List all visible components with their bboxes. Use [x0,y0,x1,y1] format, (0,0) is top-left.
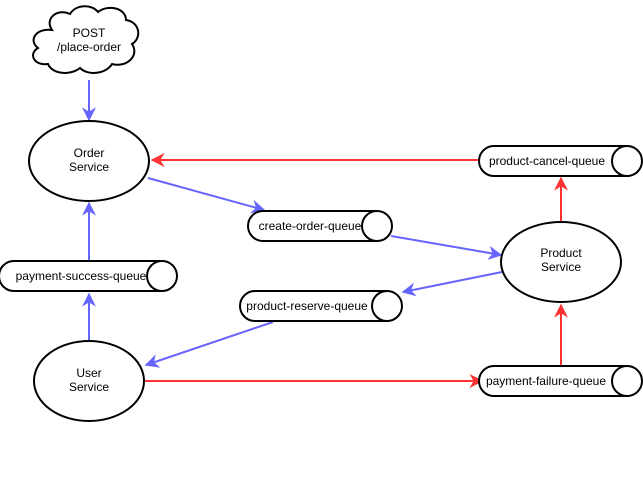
product-reserve-queue: product-reserve-queue [239,290,403,322]
post-place-order-cloud: POST /place-order [32,5,140,74]
user-service-node: User Service [33,340,145,422]
payment-success-queue: payment-success-queue [0,260,178,292]
arrow-order-to-create-order-queue [147,177,266,214]
payment-failure-queue: payment-failure-queue [478,365,643,397]
cloud-label-method: POST [73,26,106,40]
product-service-label-line1: Product [540,246,582,260]
arrow-product-to-product-reserve-queue [401,271,503,297]
arrow-product-reserve-queue-to-user [144,321,274,368]
user-service-label-line2: Service [69,380,109,394]
product-cancel-queue-label: product-cancel-queue [489,154,605,168]
cloud-icon [32,5,140,74]
payment-success-queue-label: payment-success-queue [16,269,147,283]
product-service-label-line2: Service [541,260,581,274]
create-order-queue-label: create-order-queue [259,219,362,233]
user-service-label-line1: User [76,366,101,380]
cloud-label-path: /place-order [57,40,121,54]
arrow-create-order-queue-to-product [390,235,503,260]
order-service-node: Order Service [28,120,150,202]
order-service-label-line1: Order [74,146,105,160]
product-service-node: Product Service [500,221,622,303]
create-order-queue: create-order-queue [247,210,393,242]
product-reserve-queue-label: product-reserve-queue [246,299,368,313]
product-cancel-queue: product-cancel-queue [478,145,643,177]
payment-failure-queue-label: payment-failure-queue [486,374,606,388]
order-service-label-line2: Service [69,160,109,174]
